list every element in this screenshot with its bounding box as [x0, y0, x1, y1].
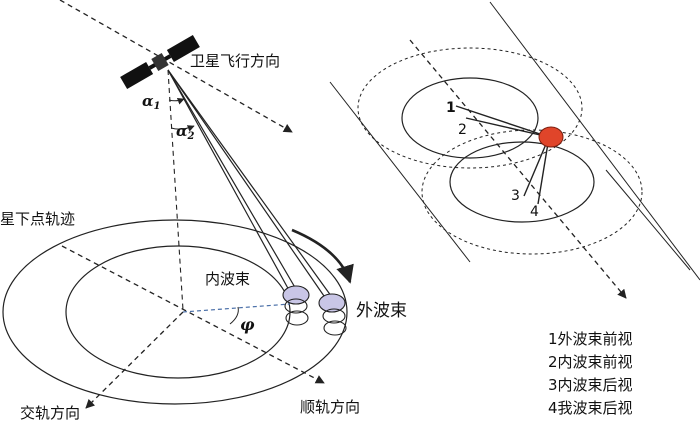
alpha1-arc [168, 97, 185, 105]
outer-beam-label: 外波束 [356, 301, 407, 321]
left-diagram: 卫星飞行方向 α1 α2 星下点轨迹 内波束 外波束 φ 交轨方向 顺轨方向 [0, 0, 407, 422]
satellite-icon [120, 34, 200, 90]
legend-item-3: 3内波束后视 [548, 376, 633, 394]
ray-4 [537, 136, 550, 205]
legend-item-1: 1外波束前视 [548, 330, 633, 348]
legend-item-2: 2内波束前视 [548, 353, 633, 371]
flight-direction-label: 卫星飞行方向 [190, 52, 280, 70]
ray-2 [465, 117, 550, 138]
backward-inner-ellipse [449, 141, 595, 223]
marker-3: 3 [511, 188, 520, 204]
inner-scan-ellipse [65, 245, 291, 379]
nadir-line [167, 69, 184, 311]
alpha2-arc [170, 125, 195, 132]
cross-track-label: 交轨方向 [20, 404, 80, 422]
alpha1-label: α1 [142, 92, 161, 112]
rotation-arrow [291, 228, 354, 284]
outer-scan-ellipse [2, 219, 348, 405]
legend-item-4: 4我波束后视 [548, 399, 633, 417]
marker-1: 1 [446, 100, 456, 116]
marker-4: 4 [530, 204, 539, 220]
inner-beam-footprint [282, 285, 310, 326]
forward-outer-ellipse [357, 47, 583, 169]
phi-line [182, 303, 291, 313]
inner-beam-line-b [167, 69, 301, 297]
legend: 1外波束前视 2内波束前视 3内波束后视 4我波束后视 [548, 330, 633, 417]
outer-beam-footprint [318, 293, 347, 336]
swath-left-boundary [329, 81, 471, 263]
phi-label: φ [240, 315, 255, 334]
forward-inner-ellipse [401, 77, 539, 159]
nadir-track-label: 星下点轨迹 [0, 210, 75, 228]
outer-beam-line-b [167, 69, 335, 301]
inner-beam-line-a [167, 69, 291, 293]
swath-right-boundary-2 [605, 169, 691, 271]
backward-outer-ellipse [421, 129, 643, 255]
ray-3 [523, 136, 550, 197]
marker-2: 2 [458, 122, 467, 138]
cross-track-line [85, 311, 184, 409]
nadir-track-line [61, 245, 325, 384]
inner-beam-label: 内波束 [205, 270, 250, 288]
phi-arc [229, 306, 239, 325]
ray-1 [455, 105, 550, 138]
outer-beam-line-a [167, 69, 325, 297]
alpha2-label: α2 [176, 122, 195, 142]
track-center-line [409, 39, 627, 299]
right-diagram: 1 2 3 4 1外波束前视 2内波束前视 3内波束后视 4我波束后视 [329, 1, 700, 417]
target-dot [538, 126, 564, 148]
along-track-label: 顺轨方向 [300, 398, 360, 416]
